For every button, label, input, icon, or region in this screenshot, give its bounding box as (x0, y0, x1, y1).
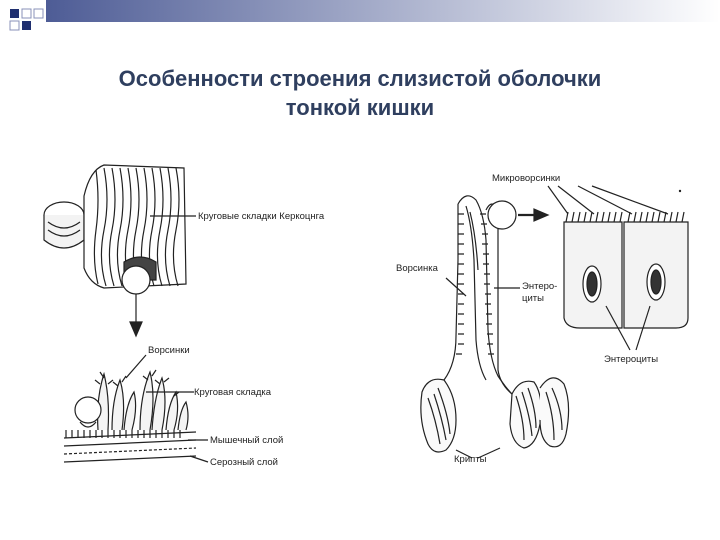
corner-square-2 (21, 8, 32, 19)
corner-decoration (9, 0, 720, 31)
header-gradient-bar (46, 0, 720, 22)
villus-structure (420, 195, 570, 459)
label-enterocytes: Энтероциты (604, 354, 658, 365)
corner-square-1 (10, 9, 19, 18)
enterocytes-cells (547, 185, 689, 351)
villi-cross-section (63, 354, 209, 463)
intestine-segment (43, 164, 196, 338)
label-crypts: Крипты (454, 454, 487, 465)
label-muscle-layer: Мышечный слой (210, 435, 283, 446)
label-villus: Ворсинка (396, 263, 439, 274)
corner-square-3 (9, 20, 20, 31)
label-serous-layer: Серозный слой (210, 457, 278, 468)
dot-mark (678, 189, 682, 193)
label-circular-fold: Круговая складка (194, 387, 272, 398)
corner-square-4 (33, 8, 44, 19)
slide-title-line2: тонкой кишки (285, 95, 435, 120)
corner-square-5 (22, 21, 31, 30)
label-enterocytes-part2: циты (522, 293, 544, 304)
label-villi: Ворсинки (148, 345, 190, 356)
label-microvilli: Микроворсинки (492, 173, 560, 184)
slide-title-line1: Особенности строения слизистой оболочки (118, 66, 602, 91)
label-circular-folds-kerckring: Круговые складки Керкоцнга (198, 211, 325, 222)
label-enterocytes-part1: Энтеро- (522, 281, 557, 292)
